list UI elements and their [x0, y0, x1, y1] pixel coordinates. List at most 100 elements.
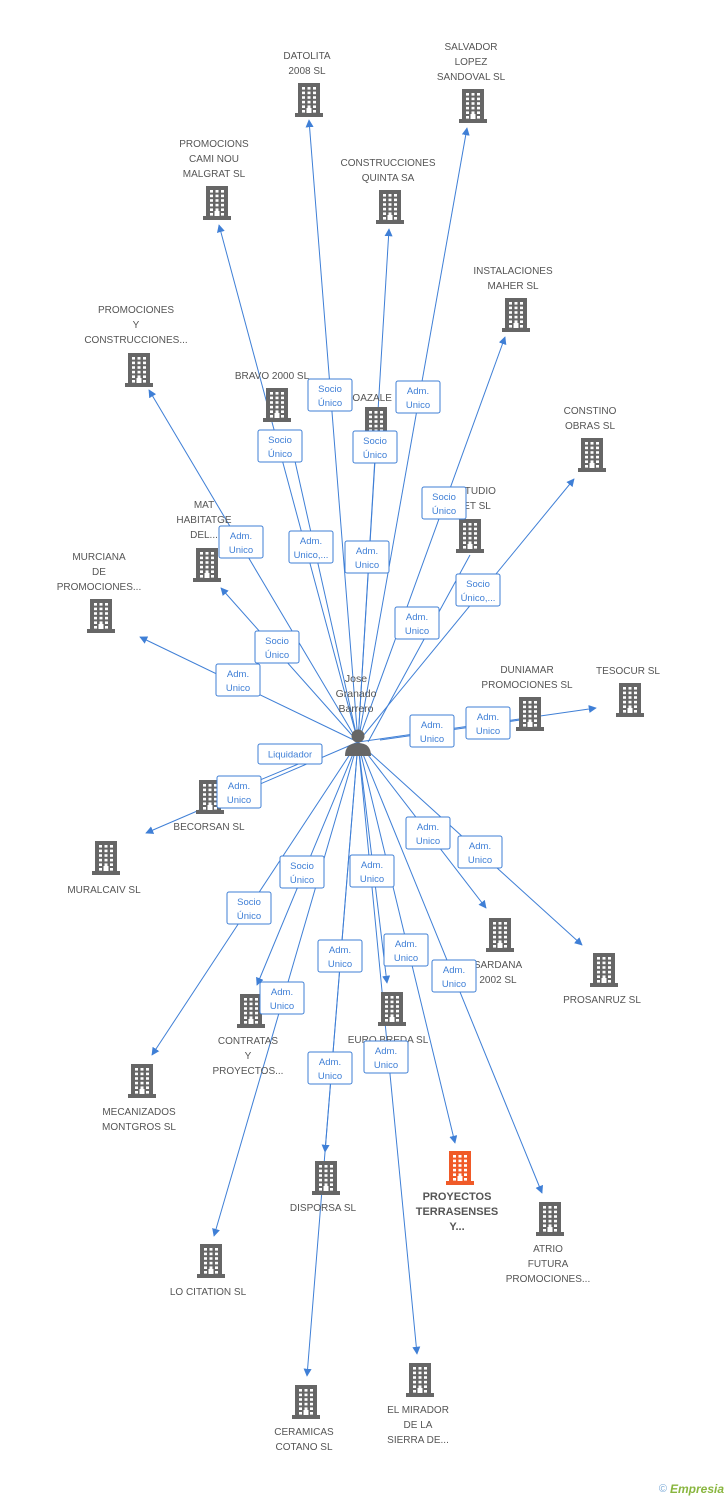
company-node-euro[interactable]: EURO BREDA SL: [348, 992, 429, 1046]
building-icon: [125, 353, 153, 387]
company-node-tesocur[interactable]: TESOCUR SL: [596, 666, 660, 717]
company-label: Y: [245, 1051, 252, 1062]
relation-badge[interactable]: Adm.Unico: [218, 525, 264, 559]
company-node-disporsa[interactable]: DISPORSA SL: [290, 1161, 357, 1214]
relation-label: Adm.: [329, 945, 351, 956]
company-label: MONTGROS SL: [102, 1122, 176, 1133]
relation-label: Socio: [363, 436, 387, 447]
relation-badge[interactable]: SocioÚnico,...: [455, 573, 501, 607]
relation-badge[interactable]: Adm.Unico: [465, 706, 511, 740]
company-node-murciana[interactable]: MURCIANADEPROMOCIONES...: [57, 552, 141, 633]
relation-badge[interactable]: Adm. Unico: [457, 835, 503, 869]
relation-badge[interactable]: Liquidador: [257, 743, 323, 765]
relation-label: Socio: [265, 636, 289, 647]
company-node-bravo[interactable]: BRAVO 2000 SL: [235, 371, 310, 422]
relation-badge[interactable]: Adm.Unico: [317, 939, 363, 973]
copyright-symbol: ©: [658, 1483, 667, 1495]
relation-badge[interactable]: Adm.Unico,...: [288, 530, 334, 564]
building-icon: [459, 89, 487, 123]
company-label: PROMOCIONES...: [57, 582, 141, 593]
company-node-muralcaiv[interactable]: MURALCAIV SL: [67, 841, 141, 896]
relation-badge[interactable]: Adm.Unico: [259, 981, 305, 1015]
brand-name: Empresia: [669, 1482, 724, 1496]
relation-label: Unico: [229, 545, 253, 556]
relation-badge[interactable]: Adm.Unico: [307, 1051, 353, 1085]
building-icon: [502, 298, 530, 332]
relation-label: Único: [432, 506, 456, 517]
relation-label: Unico: [416, 836, 440, 847]
company-node-prom-const[interactable]: PROMOCIONESYCONSTRUCCIONES...: [84, 305, 188, 387]
company-label: EL MIRADOR: [387, 1405, 449, 1416]
relation-label: Único: [290, 875, 314, 886]
relation-label: Adm.: [417, 822, 439, 833]
building-icon: [203, 186, 231, 220]
relation-badge[interactable]: Adm.Unico: [215, 663, 261, 697]
company-label: DE: [92, 567, 106, 578]
brand-footer[interactable]: © Empresia: [659, 1482, 724, 1496]
relation-badge[interactable]: Adm. Unico: [349, 854, 395, 888]
company-label: 2002 SL: [479, 975, 517, 986]
relation-label: Socio: [318, 384, 342, 395]
company-node-becorsan[interactable]: BECORSAN SL: [173, 780, 245, 833]
relation-badge[interactable]: Adm.Unico: [409, 714, 455, 748]
company-label: CONSTINO: [564, 406, 617, 417]
relation-badge[interactable]: Adm.Unico: [431, 959, 477, 993]
relation-badge[interactable]: Adm. Unico: [405, 816, 451, 850]
company-node-citation[interactable]: LO CITATION SL: [170, 1244, 247, 1298]
building-icon: [312, 1161, 340, 1195]
company-label: PROMOCIONES...: [506, 1274, 590, 1285]
relation-label: Adm.: [469, 841, 491, 852]
building-icon: [536, 1202, 564, 1236]
relation-label: Unico: [468, 855, 492, 866]
company-label: DE LA: [404, 1420, 433, 1431]
relation-badge[interactable]: Adm.Unico: [395, 380, 441, 414]
company-label: MAHER SL: [487, 281, 539, 292]
relation-badge[interactable]: Adm.Unico: [394, 606, 440, 640]
company-node-prosanruz[interactable]: PROSANRUZ SL: [563, 953, 641, 1006]
building-icon: [128, 1064, 156, 1098]
company-label: BECORSAN SL: [173, 822, 245, 833]
relation-badge[interactable]: Adm.Unico: [344, 540, 390, 574]
relation-label: Unico: [394, 953, 418, 964]
relation-label: Único: [318, 398, 342, 409]
company-node-contratas[interactable]: CONTRATASYPROYECTOS...: [213, 994, 284, 1077]
relation-label: Socio: [466, 579, 490, 590]
relation-label: Unico,...: [294, 550, 329, 561]
company-node-atrio[interactable]: ATRIOFUTURAPROMOCIONES...: [506, 1202, 590, 1285]
company-label: QUINTA SA: [362, 173, 415, 184]
relation-badge[interactable]: Adm.Unico: [363, 1040, 409, 1074]
relation-label: Unico: [360, 874, 384, 885]
company-label: DATOLITA: [283, 51, 331, 62]
relation-label: Adm.: [361, 860, 383, 871]
company-label: PROMOCIONES SL: [481, 680, 573, 691]
edge-moazale: [357, 439, 377, 743]
edge-salvador: [357, 127, 470, 743]
company-node-mat[interactable]: MATHABITATGEDEL...: [176, 500, 232, 582]
relation-badge[interactable]: Adm.Unico: [383, 933, 429, 967]
company-label: HABITATGE: [176, 515, 232, 526]
building-icon: [87, 599, 115, 633]
relation-badge[interactable]: Adm.Unico: [216, 775, 262, 809]
company-node-terrasenses[interactable]: PROYECTOSTERRASENSESY...: [416, 1151, 499, 1233]
